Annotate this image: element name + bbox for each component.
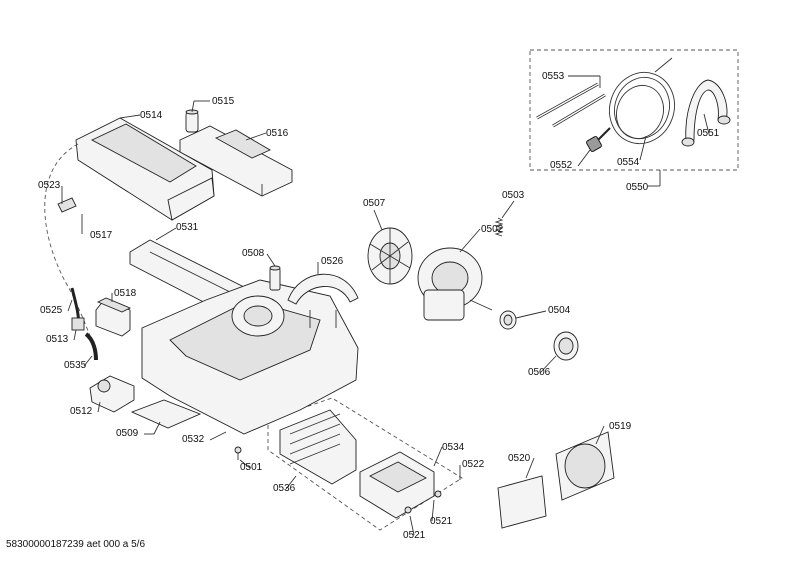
float-part-drawing [185, 109, 199, 133]
part-label-0512: 0512 [70, 406, 93, 417]
accessory-kit-box [529, 49, 739, 171]
drain-hose-coil-drawing [609, 57, 675, 145]
part-label-0504: 0504 [548, 305, 571, 316]
condensate-tank-drawing [179, 125, 293, 197]
part-label-0501: 0501 [240, 462, 263, 473]
part-label-0514: 0514 [140, 110, 163, 121]
hose-route-line [44, 143, 97, 353]
part-label-0522: 0522 [462, 459, 485, 470]
cover-plate-drawing [130, 399, 202, 429]
part-label-0521-upper: 0521 [430, 516, 453, 527]
short-hose-drawing [84, 332, 98, 361]
hose-coupling-drawing [71, 317, 85, 331]
screw-drawing [234, 446, 242, 460]
cover-panel-drawing [497, 475, 547, 529]
air-grille-drawing [555, 431, 615, 501]
document-footer-code: 58300000187239 aet 000 a 5/6 [6, 539, 146, 550]
part-label-0534: 0534 [442, 442, 465, 453]
part-label-0535: 0535 [64, 360, 87, 371]
part-label-0503: 0503 [502, 190, 525, 201]
part-label-0509: 0509 [116, 428, 139, 439]
part-label-0508: 0508 [242, 248, 265, 259]
leader-lines [61, 75, 710, 536]
hose-adapter-drawing [586, 127, 611, 152]
control-module-drawing [95, 297, 132, 337]
part-label-0536: 0536 [273, 483, 296, 494]
part-label-0523: 0523 [38, 180, 61, 191]
motor-cover-drawing [287, 273, 359, 328]
part-label-0552: 0552 [550, 160, 573, 171]
motor-drawing [417, 247, 493, 321]
part-label-0526: 0526 [321, 256, 344, 267]
part-label-0525: 0525 [40, 305, 63, 316]
cable-ties-drawing [536, 82, 606, 128]
clip-upper-drawing [434, 490, 442, 498]
part-label-0513: 0513 [46, 334, 69, 345]
hose-holder-drawing [681, 79, 731, 147]
part-label-0553: 0553 [542, 71, 565, 82]
bushing-drawing [269, 265, 281, 291]
part-label-0550: 0550 [626, 182, 649, 193]
clip-lower-drawing [404, 506, 412, 514]
part-label-0502: 0502 [481, 224, 504, 235]
part-label-0531: 0531 [176, 222, 199, 233]
pulley-drawing [499, 310, 517, 330]
part-label-0515: 0515 [212, 96, 235, 107]
part-label-0554: 0554 [617, 157, 640, 168]
part-label-0506: 0506 [528, 367, 551, 378]
fan-wheel-drawing [367, 227, 413, 285]
hose-clip-drawing [57, 197, 77, 213]
part-label-0519: 0519 [609, 421, 632, 432]
part-label-0532: 0532 [182, 434, 205, 445]
part-label-0507: 0507 [363, 198, 386, 209]
part-label-0518: 0518 [114, 288, 137, 299]
part-label-0517: 0517 [90, 230, 113, 241]
spring-drawing [494, 217, 504, 237]
part-label-0551: 0551 [697, 128, 720, 139]
water-tank-drawing [75, 117, 215, 221]
roller-drawing [553, 331, 579, 361]
pump-drawing [89, 375, 135, 413]
base-tub-drawing [141, 279, 359, 435]
part-label-0516: 0516 [266, 128, 289, 139]
filter-frame-drawing [359, 451, 435, 519]
condenser-drawing [279, 409, 357, 485]
part-label-0520: 0520 [508, 453, 531, 464]
part-label-0521-lower: 0521 [403, 530, 426, 541]
